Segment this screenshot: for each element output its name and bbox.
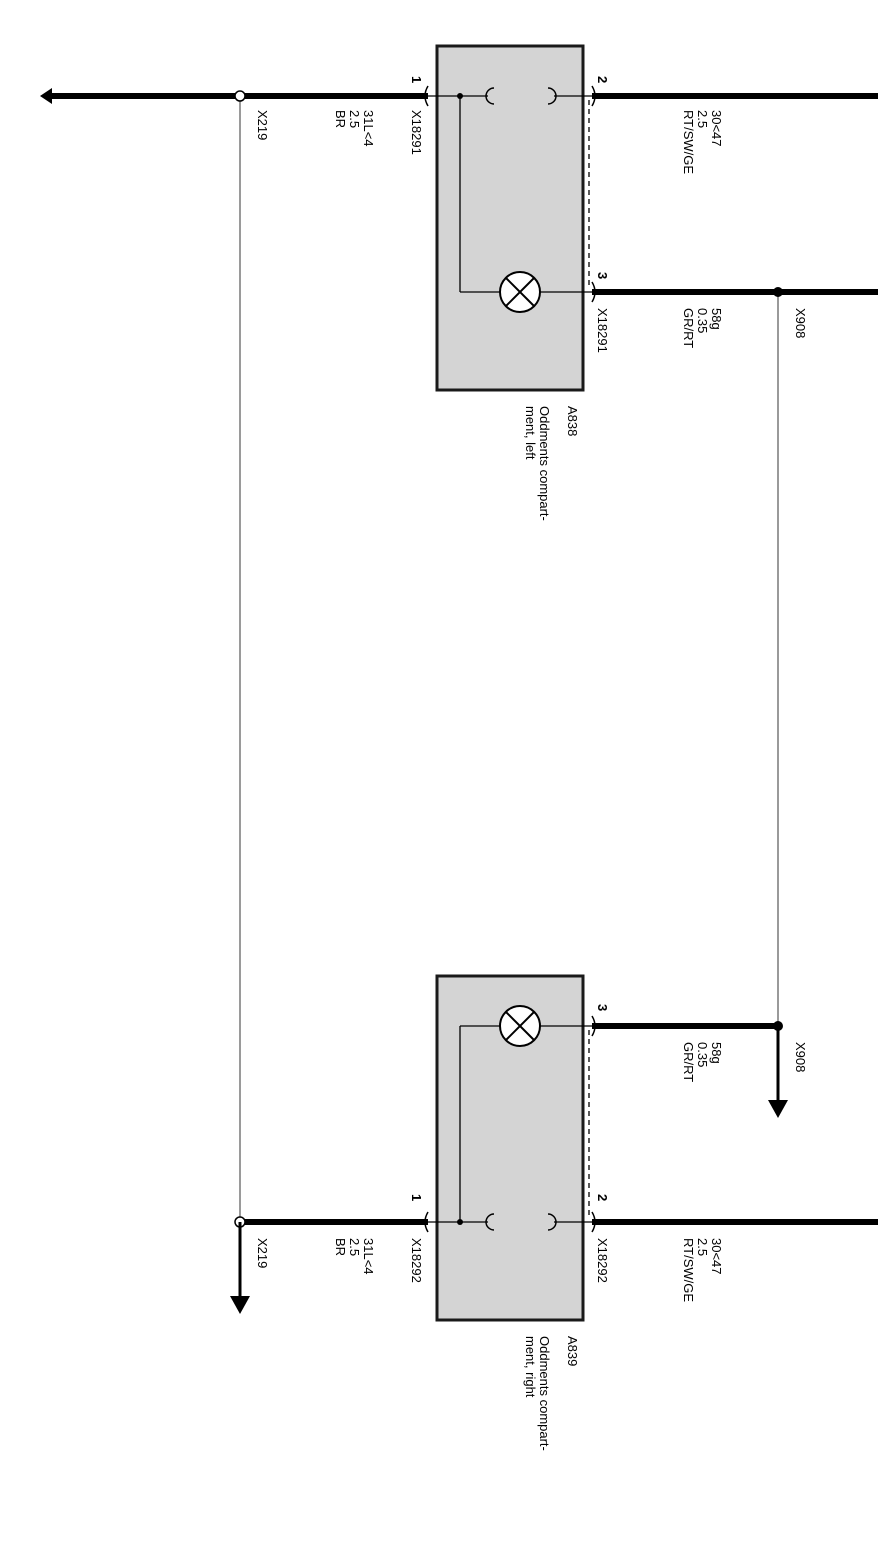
ground-arrow-icon	[40, 88, 52, 104]
component-id: A838	[565, 406, 580, 436]
wire-signal-label: 30<47	[709, 110, 724, 147]
lamp-icon	[499, 1005, 541, 1047]
wire-size-label: 0.35	[695, 308, 710, 333]
splice-label-x219: X219	[255, 1238, 270, 1268]
wire-size-label: 2.5	[347, 1238, 362, 1256]
pin-2-label: 2	[595, 1194, 610, 1201]
pin-3-label: 3	[595, 272, 610, 279]
wire-color-label: GR/RT	[681, 308, 696, 348]
splice-node-x219-top	[234, 90, 246, 102]
wire-size-label: 0.35	[695, 1042, 710, 1067]
splice-label-x908: X908	[793, 308, 808, 338]
wire-signal-label: 30<47	[709, 1238, 724, 1275]
pin-1-label: 1	[409, 76, 424, 83]
connector-label: X18291	[409, 110, 424, 155]
component-a838: 1 2 3 X18291 31L<4 2.5 BR X219 30<47 2.5…	[40, 44, 878, 521]
wire-size-label: 2.5	[695, 110, 710, 128]
pin-3-label: 3	[595, 1004, 610, 1011]
wire-color-label: BR	[333, 1238, 348, 1256]
component-name-line2: ment, left	[523, 406, 538, 460]
splice-label-x219: X219	[255, 110, 270, 140]
switch-contact-icon	[485, 1213, 495, 1231]
connector-label: X18292	[595, 1238, 610, 1283]
component-id: A839	[565, 1336, 580, 1366]
pin-1-label: 1	[409, 1194, 424, 1201]
wire-signal-label: 31L<4	[361, 110, 376, 147]
wire-color-label: RT/SW/GE	[681, 1238, 696, 1302]
pin-2-label: 2	[595, 76, 610, 83]
arrow-down-icon	[230, 1296, 250, 1314]
component-box-a838	[435, 44, 585, 392]
component-name-line1: Oddments compart-	[537, 406, 552, 521]
wire-signal-label: 58g	[709, 1042, 724, 1064]
wire-color-label: GR/RT	[681, 1042, 696, 1082]
wire-signal-label: 31L<4	[361, 1238, 376, 1275]
arrow-down-icon	[768, 1100, 788, 1118]
switch-contact-icon	[485, 87, 495, 105]
connector-label: X18292	[409, 1238, 424, 1283]
connector-label: X18291	[595, 308, 610, 353]
splice-label-x908: X908	[793, 1042, 808, 1072]
component-name-line1: Oddments compart-	[537, 1336, 552, 1451]
lamp-icon	[499, 271, 541, 313]
splice-node-x908-top	[773, 287, 783, 297]
wire-size-label: 2.5	[695, 1238, 710, 1256]
component-name-line2: ment, right	[523, 1336, 538, 1398]
wire-signal-label: 58g	[709, 308, 724, 330]
wire-size-label: 2.5	[347, 110, 362, 128]
wire-color-label: RT/SW/GE	[681, 110, 696, 174]
component-a839: 3 1 2 58g 0.35 GR/RT X908 X18292 31L<4 2…	[230, 974, 878, 1451]
wire-color-label: BR	[333, 110, 348, 128]
